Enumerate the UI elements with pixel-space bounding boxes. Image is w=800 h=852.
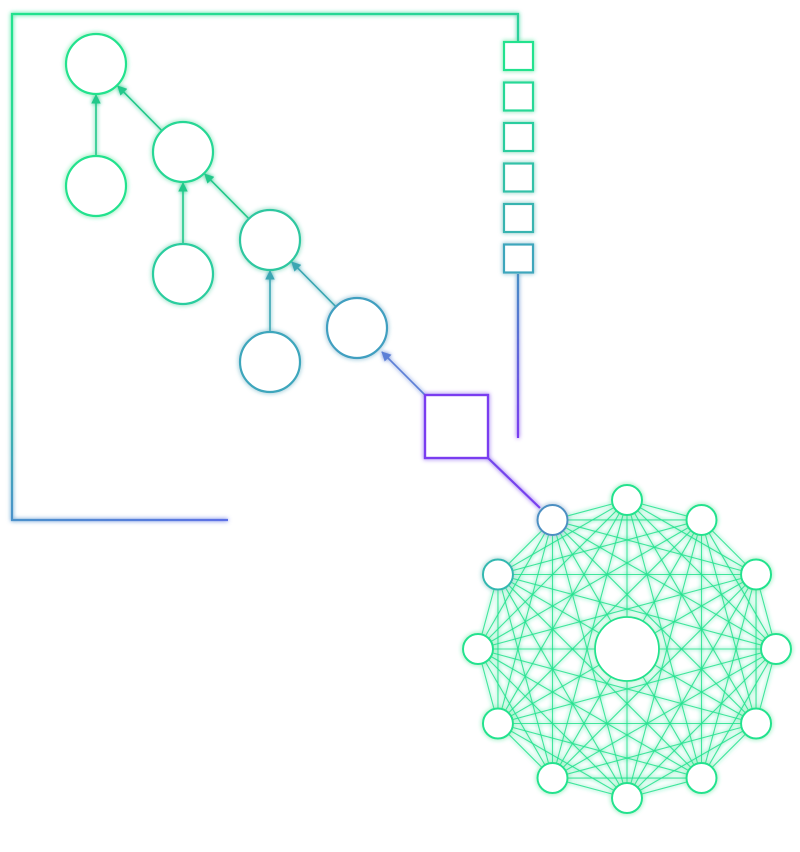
complete-graph-edge: [497, 574, 702, 779]
complete-graph-node: [536, 762, 569, 795]
frame-connector: [10, 12, 520, 522]
complete-graph-node: [481, 558, 514, 591]
hub-node: [423, 393, 490, 460]
complete-graph-edge: [477, 648, 702, 779]
complete-graph-edge: [497, 574, 628, 799]
tree-leaf-node: [64, 154, 128, 218]
tree-leaf-node: [151, 242, 215, 306]
complete-graph-node: [611, 484, 643, 516]
complete-graph-node: [740, 558, 773, 591]
complete-graph-node: [760, 633, 792, 665]
complete-graph-edge: [477, 648, 553, 779]
complete-graph-edge: [552, 519, 757, 724]
chain-block: [502, 40, 535, 72]
complete-graph-edge: [497, 519, 554, 724]
complete-graph-edge: [552, 519, 777, 650]
complete-graph-edge: [477, 519, 553, 650]
complete-graph-edge: [626, 499, 703, 779]
tree-leaf-node: [238, 330, 302, 394]
chain-block: [502, 243, 535, 274]
tree-spine-edge: [204, 173, 250, 220]
complete-graph-node: [462, 633, 494, 665]
complete-graph-node: [536, 503, 569, 536]
block-chain: [502, 40, 535, 274]
chain-block: [502, 162, 535, 193]
chain-block: [502, 121, 535, 153]
tree-spine-edge: [291, 261, 337, 308]
tree-spine-node: [325, 296, 389, 360]
complete-graph-center-hole: [594, 616, 660, 682]
tree-spine-edge: [117, 85, 163, 132]
complete-graph-edge: [551, 499, 628, 779]
hub-to-tree-edge: [381, 351, 426, 396]
complete-graph-node: [685, 762, 718, 795]
chain-block: [502, 202, 535, 234]
complete-graph-edge: [497, 573, 777, 650]
complete-graph-node: [685, 503, 718, 536]
tree-spine-node: [64, 32, 128, 96]
complete-graph-edge: [551, 519, 628, 799]
complete-graph-edges: [477, 499, 777, 799]
complete-graph-edge: [477, 648, 757, 725]
tree-edges: [91, 85, 337, 332]
complete-graph-edge: [477, 573, 757, 650]
complete-graph-node: [481, 707, 514, 740]
complete-graph-edge: [497, 519, 702, 724]
complete-graph-edge: [497, 723, 628, 799]
chain-block: [502, 81, 535, 112]
complete-graph-edge: [497, 648, 777, 725]
complete-graph-edge: [552, 574, 757, 779]
complete-graph-edge: [552, 519, 757, 576]
tree-spine-node: [151, 120, 215, 184]
complete-graph-edge: [626, 519, 703, 799]
complete-graph-edge: [497, 574, 554, 779]
tree-spine-node: [238, 208, 302, 272]
complete-graph-node: [740, 707, 773, 740]
complete-graph-nodes: [462, 484, 792, 814]
complete-graph-node: [611, 782, 643, 814]
hub-to-graph-edge: [487, 457, 541, 509]
tree-nodes: [64, 32, 389, 394]
